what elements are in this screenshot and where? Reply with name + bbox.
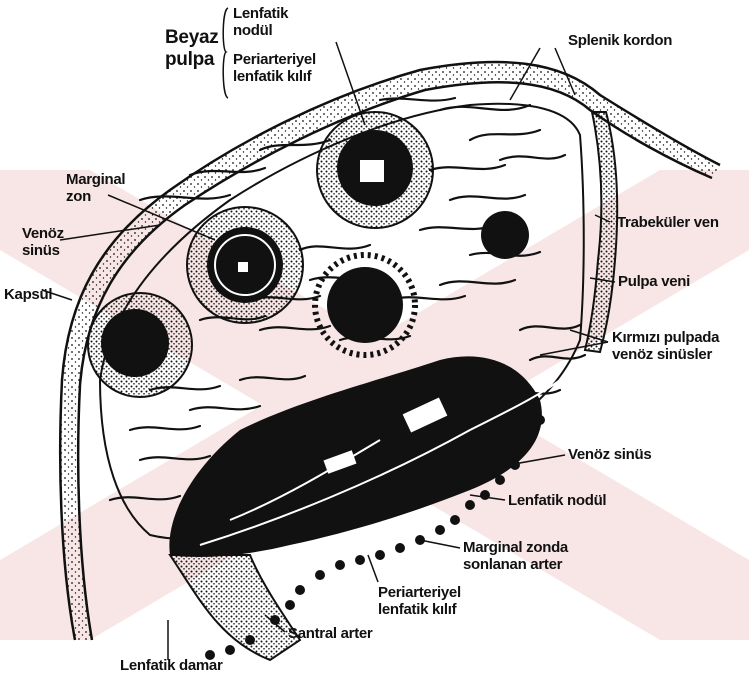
label-periarteriyel-bottom-1: Periarteriyel xyxy=(378,585,461,601)
label-lenfatik-nodul-top-2: nodül xyxy=(233,23,272,39)
label-periarteriyel-top-2: lenfatik kılıf xyxy=(233,69,311,85)
label-venoz-sinus-right: Venöz sinüs xyxy=(568,447,651,463)
label-santral-arter: Santral arter xyxy=(288,626,372,642)
label-lenfatik-damar: Lenfatik damar xyxy=(120,658,223,674)
label-periarteriyel-top-1: Periarteriyel xyxy=(233,52,316,68)
label-trabekuler-ven: Trabeküler ven xyxy=(617,215,719,231)
label-periarteriyel-bottom-2: lenfatik kılıf xyxy=(378,602,456,618)
label-splenik-kordon: Splenik kordon xyxy=(568,33,672,49)
label-venoz-sinus-left-2: sinüs xyxy=(22,243,60,259)
label-kirmizi-pulpada-1: Kırmızı pulpada xyxy=(612,330,719,346)
label-marginal-zonda-2: sonlanan arter xyxy=(463,557,562,573)
label-marginal-zon-1: Marginal xyxy=(66,172,125,188)
label-beyaz: Beyaz xyxy=(165,28,218,48)
label-pulpa: pulpa xyxy=(165,50,214,70)
label-kapsul: Kapsül xyxy=(4,287,52,303)
label-pulpa-veni: Pulpa veni xyxy=(618,274,690,290)
label-venoz-sinus-left-1: Venöz xyxy=(22,226,64,242)
label-marginal-zonda-1: Marginal zonda xyxy=(463,540,568,556)
label-lenfatik-nodul-top-1: Lenfatik xyxy=(233,6,288,22)
label-kirmizi-pulpada-2: venöz sinüsler xyxy=(612,347,712,363)
label-lenfatik-nodul-bottom: Lenfatik nodül xyxy=(508,493,606,509)
label-marginal-zon-2: zon xyxy=(66,189,91,205)
